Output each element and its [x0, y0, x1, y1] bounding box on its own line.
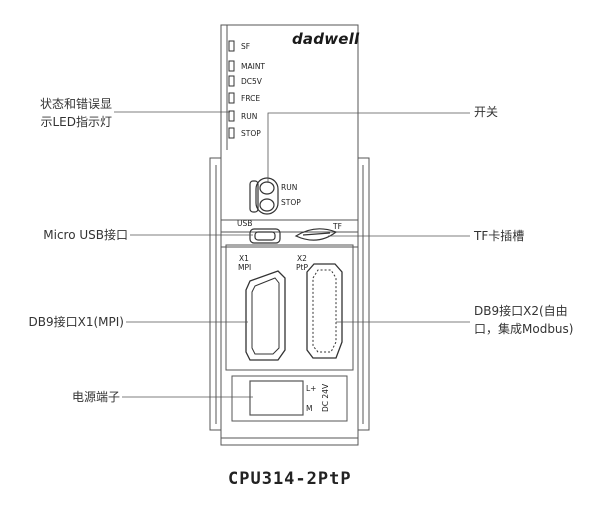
callout-leaders: [114, 111, 470, 398]
usb-label: USB: [237, 219, 253, 228]
led-label-sf: SF: [241, 42, 251, 51]
led-label-frce: FRCE: [241, 94, 261, 103]
callout-tf: TF卡插槽: [474, 229, 525, 243]
switch-label-stop: STOP: [281, 198, 301, 207]
callout-db9-x2-line2: 口，集成Modbus): [474, 322, 574, 336]
led-dc5v: [228, 75, 235, 87]
x2-label: X2: [297, 254, 307, 263]
right-rail: [358, 157, 370, 431]
led-label-run: RUN: [241, 112, 258, 121]
led-stop: [228, 127, 235, 139]
led-indicators: [228, 40, 235, 139]
tf-card-slot: [294, 228, 338, 241]
callout-power: 电源端子: [71, 390, 120, 404]
terminal-block: [249, 380, 304, 416]
led-frce: [228, 92, 235, 104]
terminal-l-label: L+: [306, 384, 317, 393]
led-label-stop: STOP: [241, 129, 261, 138]
terminal-dc-label: DC 24V: [321, 383, 330, 412]
callout-micro-usb: Micro USB接口: [43, 228, 128, 242]
led-sf: [228, 40, 235, 52]
led-label-dc5v: DC5V: [241, 77, 262, 86]
callout-db9-x2-line1: DB9接口X2(自由: [474, 304, 568, 318]
tf-label: TF: [333, 222, 342, 231]
x1-label: X1: [239, 254, 249, 263]
db9-x1-connector: [245, 270, 286, 361]
callout-led-line2: 示LED指示灯: [40, 115, 112, 129]
terminal-housing: [231, 375, 348, 422]
left-rail: [209, 157, 221, 431]
led-maint: [228, 60, 235, 72]
switch-label-run: RUN: [281, 183, 298, 192]
callout-led-line1: 状态和错误显: [39, 97, 112, 111]
led-run: [228, 110, 235, 122]
run-stop-switch: [249, 177, 279, 215]
module-lower-body: [220, 219, 359, 446]
terminal-m-label: M: [306, 404, 313, 413]
db9-x2-connector: [306, 263, 343, 359]
leader-switch: [267, 112, 470, 183]
micro-usb-port: [249, 228, 281, 244]
led-label-maint: MAINT: [241, 62, 266, 71]
model-title: CPU314-2PtP: [228, 469, 352, 489]
callout-switch: 开关: [474, 105, 499, 119]
brand-logo: dadwell: [292, 30, 360, 48]
module-top-body: [220, 24, 359, 221]
callout-db9-x1: DB9接口X1(MPI): [28, 315, 124, 329]
x1-mpi-label: MPI: [238, 263, 252, 272]
x2-ptp-label: PtP: [296, 263, 308, 272]
